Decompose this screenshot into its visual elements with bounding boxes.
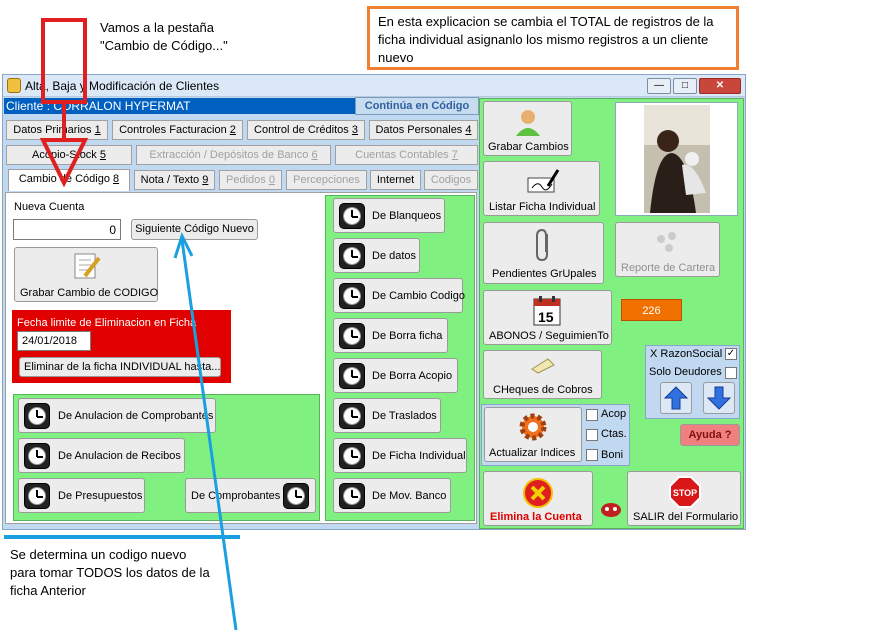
ayuda-button[interactable]: Ayuda ? xyxy=(680,424,740,446)
tab-datos-primarios[interactable]: Datos Primarios 1 xyxy=(6,120,108,140)
clock-icon xyxy=(24,403,50,429)
mask-icon xyxy=(601,503,621,517)
boni-label: Boni xyxy=(601,449,624,461)
cheques-cobros-button[interactable]: CHeques de Cobros xyxy=(483,350,602,399)
anulacion-comprobantes-button[interactable]: De Anulacion de Comprobantes xyxy=(18,398,216,433)
reporte-cartera-button[interactable]: Reporte de Cartera xyxy=(615,222,720,277)
clock-icon xyxy=(283,483,309,509)
report-icon xyxy=(657,232,676,252)
stop-sign-icon: STOP xyxy=(669,476,701,508)
notepad-pencil-icon xyxy=(74,253,101,279)
clock-icon xyxy=(339,203,365,229)
log-cambio-codigo-button[interactable]: De Cambio Codigo xyxy=(333,278,465,313)
clock-icon xyxy=(339,243,365,269)
log-borra-ficha-button[interactable]: De Borra ficha xyxy=(333,318,448,353)
nueva-cuenta-input[interactable] xyxy=(13,219,121,240)
clock-icon xyxy=(339,443,365,469)
bottom-note: Se determina un codigo nuevo para tomar … xyxy=(10,547,210,598)
clock-icon xyxy=(24,483,50,509)
log-blanqueos-button[interactable]: De Blanqueos xyxy=(333,198,445,233)
arrow-down-icon xyxy=(706,386,732,410)
log-borra-acopio-button[interactable]: De Borra Acopio xyxy=(333,358,458,393)
anulacion-recibos-button[interactable]: De Anulacion de Recibos xyxy=(18,438,185,473)
title-bar: Alta, Baja y Modificación de Clientes — … xyxy=(3,75,745,97)
log-mov-banco-button[interactable]: De Mov. Banco xyxy=(333,478,451,513)
presupuestos-button[interactable]: De Presupuestos xyxy=(18,478,145,513)
gear-icon xyxy=(519,413,547,441)
tab-codigos[interactable]: Codigos xyxy=(424,170,478,190)
maximize-button[interactable]: □ xyxy=(673,78,697,94)
fecha-limite-label: Fecha limite de Eliminacion en Ficha xyxy=(17,317,197,329)
grabar-cambios-button[interactable]: Grabar Cambios xyxy=(483,101,572,156)
ctas-checkbox[interactable] xyxy=(586,429,598,441)
cheque-icon xyxy=(531,358,555,374)
clock-icon xyxy=(339,283,365,309)
listar-ficha-button[interactable]: Listar Ficha Individual xyxy=(483,161,600,216)
tab-control-creditos[interactable]: Control de Créditos 3 xyxy=(247,120,365,140)
clock-icon xyxy=(339,483,365,509)
clock-icon xyxy=(24,443,50,469)
grabar-cambio-codigo-button[interactable]: Grabar Cambio de CODIGO xyxy=(14,247,158,302)
eliminar-ficha-button[interactable]: Eliminar de la ficha INDIVIDUAL hasta... xyxy=(19,357,221,377)
acop-label: Acop xyxy=(601,408,627,420)
close-button[interactable]: ✕ xyxy=(699,78,741,94)
tab-acopio-stock[interactable]: Acopio-Stock 5 xyxy=(6,145,132,165)
ctas-label: Ctas. xyxy=(601,428,627,440)
solo-deudores-checkbox[interactable] xyxy=(725,367,737,379)
log-ficha-individual-button[interactable]: De Ficha Individual xyxy=(333,438,467,473)
app-icon xyxy=(7,78,21,93)
tab-datos-personales[interactable]: Datos Personales 4 xyxy=(369,120,478,140)
tab-cambio-codigo[interactable]: Cambio de Código 8 xyxy=(8,169,130,191)
x-razon-checkbox[interactable]: ✓ xyxy=(725,348,737,360)
delete-x-icon xyxy=(523,478,553,508)
tab-extraccion-depositos[interactable]: Extracción / Depósitos de Banco 6 xyxy=(136,145,331,165)
person-photo-icon xyxy=(644,105,710,213)
pendientes-grupales-button[interactable]: Pendientes GrUpales xyxy=(483,222,604,284)
abonos-seguimiento-button[interactable]: 15 ABONOS / SeguimienTo xyxy=(483,290,612,345)
acop-checkbox[interactable] xyxy=(586,409,598,421)
fecha-limite-input[interactable] xyxy=(17,331,91,351)
comprobantes-button[interactable]: De Comprobantes xyxy=(185,478,316,513)
arrow-up-button[interactable] xyxy=(660,382,692,414)
log-datos-button[interactable]: De datos xyxy=(333,238,420,273)
calendar-day: 15 xyxy=(538,309,554,325)
arrow-down-button[interactable] xyxy=(703,382,735,414)
minimize-button[interactable]: — xyxy=(647,78,671,94)
solo-deudores-label: Solo Deudores xyxy=(649,366,722,378)
actualizar-indices-button[interactable]: Actualizar Indices xyxy=(484,407,582,462)
elimina-cuenta-button[interactable]: Elimina la Cuenta xyxy=(483,471,593,526)
tab-nota-texto[interactable]: Nota / Texto 9 xyxy=(134,170,215,190)
clock-icon xyxy=(339,323,365,349)
count-badge: 226 xyxy=(621,299,682,321)
salir-formulario-button[interactable]: STOP SALIR del Formulario xyxy=(627,471,741,526)
log-traslados-button[interactable]: De Traslados xyxy=(333,398,441,433)
client-photo xyxy=(615,102,738,216)
top-note: Vamos a la pestaña "Cambio de Código..." xyxy=(100,20,228,53)
tab-percepciones[interactable]: Percepciones xyxy=(286,170,367,190)
calendar-icon xyxy=(533,296,561,326)
siguiente-codigo-button[interactable]: Siguiente Código Nuevo xyxy=(131,219,258,240)
clock-icon xyxy=(339,403,365,429)
tab-cuentas-contables[interactable]: Cuentas Contables 7 xyxy=(335,145,478,165)
paperclip-icon xyxy=(536,228,548,262)
window-title: Alta, Baja y Modificación de Clientes xyxy=(25,79,220,93)
svg-text:STOP: STOP xyxy=(673,488,697,498)
explanation-note: En esta explicacion se cambia el TOTAL d… xyxy=(367,6,739,70)
nueva-cuenta-label: Nueva Cuenta xyxy=(14,201,85,213)
tab-controles-facturacion[interactable]: Controles Facturacion 2 xyxy=(112,120,243,140)
user-icon xyxy=(516,110,540,136)
continua-codigo-button[interactable]: Continúa en Código xyxy=(355,97,479,115)
signature-pen-icon xyxy=(527,169,560,193)
clock-icon xyxy=(339,363,365,389)
x-razon-label: X RazonSocial xyxy=(650,348,723,360)
tab-internet[interactable]: Internet xyxy=(370,170,421,190)
boni-checkbox[interactable] xyxy=(586,449,598,461)
tab-pedidos[interactable]: Pedidos 0 xyxy=(219,170,282,190)
arrow-up-icon xyxy=(663,386,689,410)
